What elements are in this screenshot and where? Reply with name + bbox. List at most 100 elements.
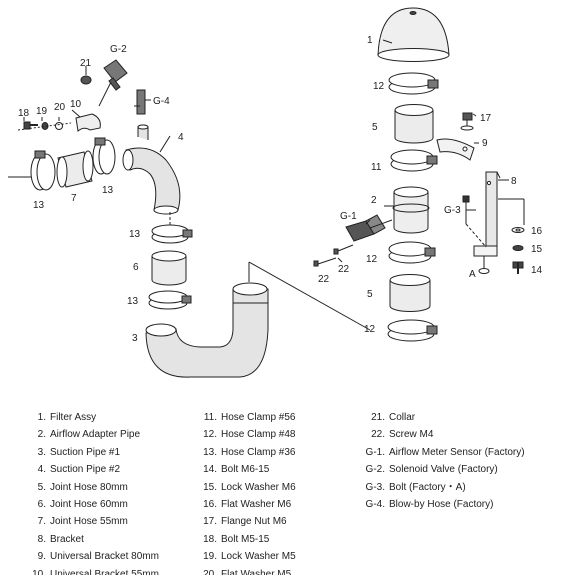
legend-item: 9. Universal Bracket 80mm bbox=[30, 548, 159, 565]
legend-item: 22.Screw M4 bbox=[363, 426, 525, 443]
bolt-g3 bbox=[462, 195, 487, 248]
legend-item: 1.Filter Assy bbox=[30, 409, 159, 426]
hose-clamp-13-right bbox=[92, 137, 116, 175]
legend-item-number: 15. bbox=[203, 481, 217, 493]
hose-clamp-13-left bbox=[8, 150, 56, 191]
legend-item-label: Solenoid Valve (Factory) bbox=[389, 464, 498, 476]
legend-item-number: 18. bbox=[203, 533, 217, 545]
bolt-washers-18-20 bbox=[23, 117, 63, 130]
callout-8: 8 bbox=[511, 176, 517, 187]
suction-pipe-1 bbox=[145, 282, 269, 378]
callout-labels: 1 12 5 11 2 G-1 22 22 12 5 12 17 9 8 G-3… bbox=[18, 35, 543, 344]
legend-item-number: 6. bbox=[37, 499, 46, 511]
legend-item-label: Airflow Adapter Pipe bbox=[50, 429, 141, 441]
suction-pipe-2 bbox=[122, 124, 181, 215]
legend-item-number: G-1. bbox=[365, 446, 385, 458]
connection-lines bbox=[17, 105, 371, 331]
callout-12: 12 bbox=[366, 254, 378, 265]
callout-12: 12 bbox=[373, 81, 385, 92]
hose-clamp-12-bottom bbox=[387, 319, 438, 342]
hose-clamp-13-center-upper bbox=[151, 224, 193, 244]
legend-item: G-4.Blow-by Hose (Factory) bbox=[363, 496, 525, 513]
callout-22: 22 bbox=[338, 264, 350, 275]
legend-item-number: 19. bbox=[203, 551, 217, 563]
legend-item: 3. Suction Pipe #1 bbox=[30, 444, 159, 461]
callout-a: A bbox=[469, 269, 476, 280]
legend-item-label: Joint Hose 80mm bbox=[50, 481, 128, 493]
legend-item-label: Suction Pipe #1 bbox=[50, 446, 121, 458]
legend-item-number: 4. bbox=[37, 464, 46, 476]
legend-item-label: Joint Hose 55mm bbox=[50, 516, 128, 528]
callout-13: 13 bbox=[102, 185, 114, 196]
legend-item: 2. Airflow Adapter Pipe bbox=[30, 426, 159, 443]
legend-item-number: 10. bbox=[32, 568, 46, 575]
callout-g4: G-4 bbox=[153, 96, 170, 107]
legend-item-label: Bolt (Factory・A) bbox=[389, 481, 466, 493]
exploded-parts-diagram: 1 12 5 11 2 G-1 22 22 12 5 12 17 9 8 G-3… bbox=[8, 7, 543, 378]
callout-13: 13 bbox=[129, 229, 141, 240]
legend-item: 16. Flat Washer M6 bbox=[201, 496, 296, 513]
legend-item: 11.Hose Clamp #56 bbox=[201, 409, 296, 426]
legend-item-label: Airflow Meter Sensor (Factory) bbox=[389, 446, 525, 458]
callout-g1: G-1 bbox=[340, 211, 357, 222]
hose-clamp-11 bbox=[390, 149, 438, 172]
airflow-meter-sensor bbox=[345, 214, 393, 242]
legend-item-number: 13. bbox=[203, 446, 217, 458]
callout-13: 13 bbox=[33, 200, 45, 211]
callout-2: 2 bbox=[371, 195, 377, 206]
callout-18: 18 bbox=[18, 108, 30, 119]
legend-item: 21.Collar bbox=[363, 409, 525, 426]
legend-item-label: Universal Bracket 55mm bbox=[50, 568, 159, 575]
legend-item: 19.Lock Washer M5 bbox=[201, 548, 296, 565]
hose-clamp-12-middle bbox=[388, 241, 436, 264]
callout-14: 14 bbox=[531, 265, 543, 276]
legend-item: 12.Hose Clamp #48 bbox=[201, 426, 296, 443]
universal-bracket-10 bbox=[71, 109, 101, 132]
solenoid-valve bbox=[98, 59, 128, 107]
legend-item-number: 5. bbox=[37, 481, 46, 493]
legend-item: G-3. Bolt (Factory・A) bbox=[363, 479, 525, 496]
legend-item-label: Joint Hose 60mm bbox=[50, 499, 128, 511]
callout-22: 22 bbox=[318, 274, 330, 285]
legend-item-number: 9. bbox=[37, 551, 46, 563]
legend-item-number: 11. bbox=[203, 412, 217, 423]
legend-item-number: 14. bbox=[203, 464, 217, 476]
legend-item-number: 2. bbox=[37, 429, 46, 441]
callout-15: 15 bbox=[531, 244, 543, 255]
callout-g2: G-2 bbox=[110, 44, 127, 55]
legend-item-label: Flange Nut M6 bbox=[221, 516, 287, 528]
parts-legend-column-1: 1.Filter Assy 2. Airflow Adapter Pipe 3. Suc… bbox=[30, 409, 159, 575]
callout-7: 7 bbox=[71, 193, 77, 204]
callout-20: 20 bbox=[54, 102, 66, 113]
legend-item: 18. Bolt M5-15 bbox=[201, 531, 296, 548]
legend-item-number: 7. bbox=[37, 516, 46, 528]
legend-item-label: Collar bbox=[389, 412, 416, 423]
legend-item: 5. Joint Hose 80mm bbox=[30, 479, 159, 496]
legend-item-label: Screw M4 bbox=[389, 429, 434, 441]
callout-9: 9 bbox=[482, 138, 488, 149]
legend-item-label: Hose Clamp #48 bbox=[221, 429, 296, 441]
callout-13: 13 bbox=[127, 296, 139, 307]
legend-item-label: Flat Washer M6 bbox=[221, 499, 292, 511]
washers-bolt bbox=[511, 227, 525, 274]
legend-item: G-1. Airflow Meter Sensor (Factory) bbox=[363, 444, 525, 461]
legend-item-number: G-3. bbox=[365, 481, 385, 493]
legend-item-label: Lock Washer M6 bbox=[221, 481, 296, 493]
legend-item-label: Blow-by Hose (Factory) bbox=[389, 499, 494, 511]
joint-hose-5-bottom bbox=[389, 274, 431, 312]
filter-assy-dome bbox=[377, 7, 450, 62]
legend-item: 4.Suction Pipe #2 bbox=[30, 461, 159, 478]
legend-item-number: 16. bbox=[203, 499, 217, 511]
hose-clamp-12-top bbox=[388, 72, 439, 95]
nut-a bbox=[478, 256, 490, 274]
legend-item-label: Universal Bracket 80mm bbox=[50, 551, 159, 563]
legend-item-number: G-2. bbox=[365, 464, 385, 476]
joint-hose-5-top bbox=[394, 104, 434, 144]
callout-5: 5 bbox=[372, 122, 378, 133]
legend-item-number: 1. bbox=[37, 412, 46, 423]
callout-g3: G-3 bbox=[444, 205, 461, 216]
legend-item-number: 3. bbox=[37, 446, 46, 458]
legend-item: 14.Bolt M6-15 bbox=[201, 461, 296, 478]
legend-item-label: Bolt M5-15 bbox=[221, 533, 270, 545]
